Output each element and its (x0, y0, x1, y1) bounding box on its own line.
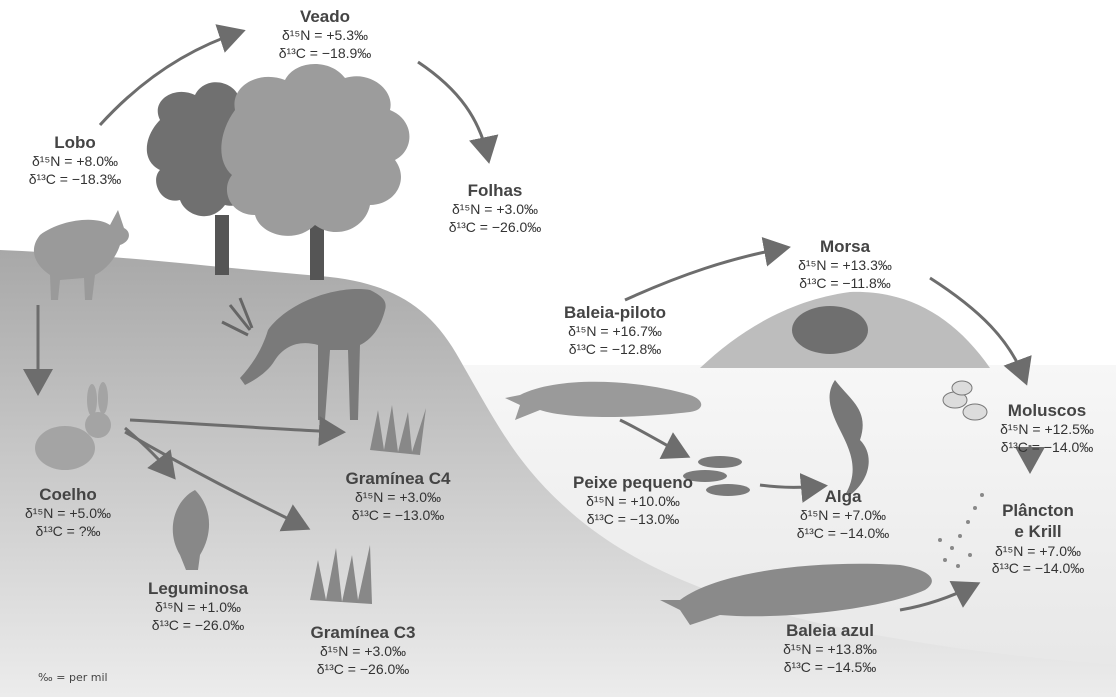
delta-c13: δ¹³C = −18.9‰ (250, 45, 400, 63)
delta-c13: δ¹³C = −11.8‰ (775, 275, 915, 293)
node-name: Gramínea C4 (328, 468, 468, 489)
delta-n15: δ¹⁵N = +3.0‰ (430, 201, 560, 219)
delta-n15: δ¹⁵N = +10.0‰ (558, 493, 708, 511)
node-name: Baleia azul (755, 620, 905, 641)
node-graminea-c3: Gramínea C3 δ¹⁵N = +3.0‰ δ¹³C = −26.0‰ (288, 622, 438, 678)
delta-n15: δ¹⁵N = +3.0‰ (328, 489, 468, 507)
node-plancton-krill: Plâncton e Krill δ¹⁵N = +7.0‰ δ¹³C = −14… (968, 500, 1108, 578)
delta-n15: δ¹⁵N = +5.3‰ (250, 27, 400, 45)
node-peixe-pequeno: Peixe pequeno δ¹⁵N = +10.0‰ δ¹³C = −13.0… (558, 472, 708, 528)
delta-c13: δ¹³C = −14.0‰ (778, 525, 908, 543)
delta-c13: δ¹³C = ?‰ (8, 523, 128, 541)
delta-n15: δ¹⁵N = +7.0‰ (778, 507, 908, 525)
node-name: Alga (778, 486, 908, 507)
delta-n15: δ¹⁵N = +8.0‰ (10, 153, 140, 171)
delta-c13: δ¹³C = −14.0‰ (968, 560, 1108, 578)
node-name: Gramínea C3 (288, 622, 438, 643)
delta-n15: δ¹⁵N = +7.0‰ (968, 543, 1108, 561)
delta-c13: δ¹³C = −18.3‰ (10, 171, 140, 189)
delta-c13: δ¹³C = −13.0‰ (328, 507, 468, 525)
node-name: Baleia-piloto (540, 302, 690, 323)
node-baleia-azul: Baleia azul δ¹⁵N = +13.8‰ δ¹³C = −14.5‰ (755, 620, 905, 676)
delta-c13: δ¹³C = −26.0‰ (128, 617, 268, 635)
node-name: Folhas (430, 180, 560, 201)
node-name: Moluscos (982, 400, 1112, 421)
node-morsa: Morsa δ¹⁵N = +13.3‰ δ¹³C = −11.8‰ (775, 236, 915, 292)
node-graminea-c4: Gramínea C4 δ¹⁵N = +3.0‰ δ¹³C = −13.0‰ (328, 468, 468, 524)
node-name: Morsa (775, 236, 915, 257)
node-name: Peixe pequeno (558, 472, 708, 493)
node-lobo: Lobo δ¹⁵N = +8.0‰ δ¹³C = −18.3‰ (10, 132, 140, 188)
delta-c13: δ¹³C = −26.0‰ (288, 661, 438, 679)
node-name: Coelho (8, 484, 128, 505)
node-name: Veado (250, 6, 400, 27)
delta-n15: δ¹⁵N = +13.3‰ (775, 257, 915, 275)
delta-n15: δ¹⁵N = +16.7‰ (540, 323, 690, 341)
node-coelho: Coelho δ¹⁵N = +5.0‰ δ¹³C = ?‰ (8, 484, 128, 540)
delta-c13: δ¹³C = −14.0‰ (982, 439, 1112, 457)
arrow-baleia-to-morsa (625, 248, 785, 300)
node-name: Plâncton e Krill (968, 500, 1108, 543)
node-baleia-piloto: Baleia-piloto δ¹⁵N = +16.7‰ δ¹³C = −12.8… (540, 302, 690, 358)
node-moluscos: Moluscos δ¹⁵N = +12.5‰ δ¹³C = −14.0‰ (982, 400, 1112, 456)
node-name: Leguminosa (128, 578, 268, 599)
node-alga: Alga δ¹⁵N = +7.0‰ δ¹³C = −14.0‰ (778, 486, 908, 542)
walrus-illustration (792, 306, 868, 354)
delta-n15: δ¹⁵N = +5.0‰ (8, 505, 128, 523)
delta-c13: δ¹³C = −26.0‰ (430, 219, 560, 237)
delta-n15: δ¹⁵N = +13.8‰ (755, 641, 905, 659)
node-folhas: Folhas δ¹⁵N = +3.0‰ δ¹³C = −26.0‰ (430, 180, 560, 236)
delta-c13: δ¹³C = −13.0‰ (558, 511, 708, 529)
arrow-veado-to-folhas (418, 62, 488, 158)
node-veado: Veado δ¹⁵N = +5.3‰ δ¹³C = −18.9‰ (250, 6, 400, 62)
trees-illustration (147, 64, 410, 280)
delta-c13: δ¹³C = −12.8‰ (540, 341, 690, 359)
node-leguminosa: Leguminosa δ¹⁵N = +1.0‰ δ¹³C = −26.0‰ (128, 578, 268, 634)
delta-n15: δ¹⁵N = +3.0‰ (288, 643, 438, 661)
per-mil-legend: ‰ = per mil (38, 671, 108, 684)
delta-c13: δ¹³C = −14.5‰ (755, 659, 905, 677)
delta-n15: δ¹⁵N = +1.0‰ (128, 599, 268, 617)
node-name: Lobo (10, 132, 140, 153)
delta-n15: δ¹⁵N = +12.5‰ (982, 421, 1112, 439)
